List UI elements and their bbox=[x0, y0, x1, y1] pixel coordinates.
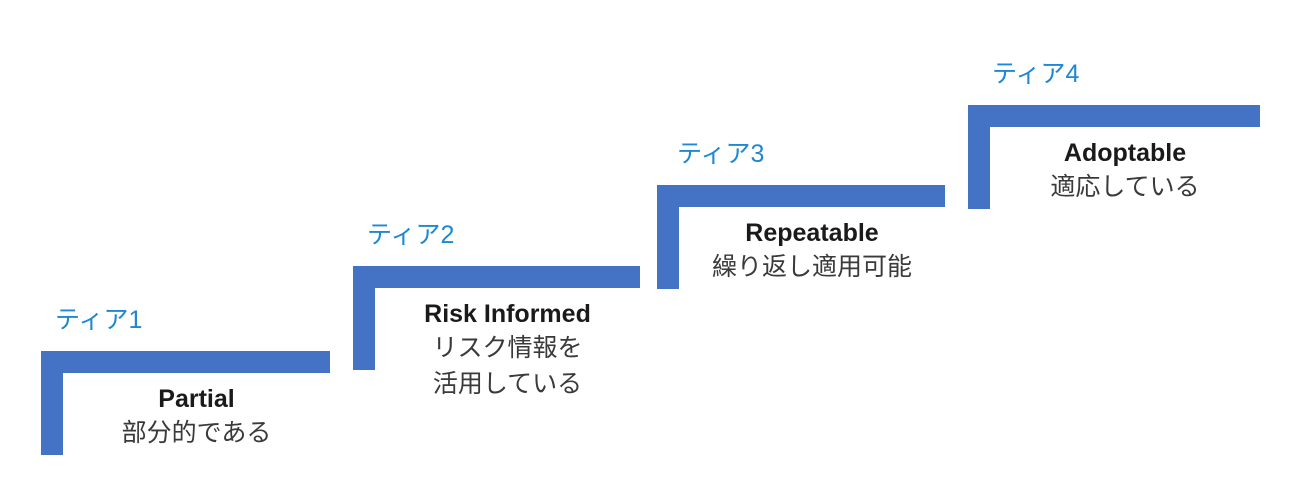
tier-2-content: Risk Informed リスク情報を 活用している bbox=[375, 299, 640, 402]
tier-1-label: ティア1 bbox=[55, 306, 143, 334]
tier-1-description: 部分的である bbox=[121, 419, 272, 447]
tier-1-riser-bar bbox=[41, 351, 63, 455]
tier-4-description: 適応している bbox=[1050, 173, 1200, 201]
tier-1-content: Partial 部分的である bbox=[63, 384, 330, 451]
tier-2-description-line-2: 活用している bbox=[432, 370, 583, 398]
tier-4-tread-bar bbox=[968, 105, 1260, 127]
tier-4-riser-bar bbox=[968, 105, 990, 209]
tier-4-label: ティア4 bbox=[992, 60, 1080, 88]
tier-3-description: 繰り返し適用可能 bbox=[711, 253, 912, 281]
tier-3-content: Repeatable 繰り返し適用可能 bbox=[679, 218, 945, 285]
tier-4-content: Adoptable 適応している bbox=[990, 138, 1260, 205]
tier-2-description-line-1: リスク情報を bbox=[432, 334, 583, 362]
tier-2-label: ティア2 bbox=[367, 221, 455, 249]
tier-3-tread-bar bbox=[657, 185, 945, 207]
tier-2-riser-bar bbox=[353, 266, 375, 370]
tier-1-tread-bar bbox=[41, 351, 330, 373]
tier-1-title: Partial bbox=[158, 385, 235, 413]
tier-3-label: ティア3 bbox=[677, 140, 765, 168]
tier-2-title: Risk Informed bbox=[424, 300, 591, 328]
tier-3-title: Repeatable bbox=[745, 219, 879, 247]
tier-2-tread-bar bbox=[353, 266, 640, 288]
tier-4-title: Adoptable bbox=[1063, 139, 1187, 167]
tier-3-riser-bar bbox=[657, 185, 679, 289]
